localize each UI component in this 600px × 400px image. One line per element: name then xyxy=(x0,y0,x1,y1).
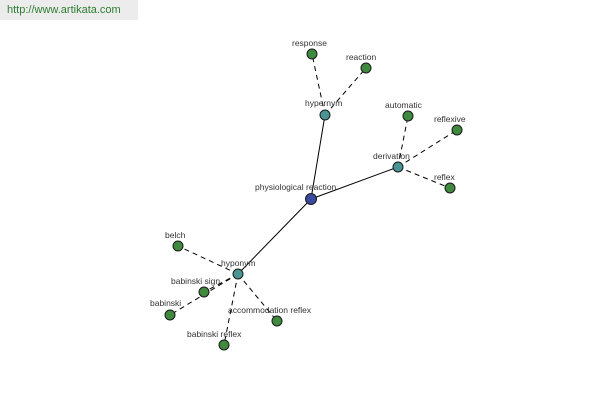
node-babinski-sign[interactable]: babinski sign xyxy=(171,276,220,298)
edge-derivation-reflexive xyxy=(397,129,458,168)
node-reaction[interactable]: reaction xyxy=(346,52,377,74)
edge-hyponym-belch xyxy=(177,245,239,275)
node-accommodation-reflex[interactable]: accommodation reflex xyxy=(228,305,312,327)
edge-hypernym-response xyxy=(311,53,326,116)
node-label-reflexive[interactable]: reflexive xyxy=(434,114,466,124)
edge-hypernym-reaction xyxy=(324,67,367,116)
node-circle-reflex[interactable] xyxy=(444,182,456,194)
node-derivation[interactable]: derivation xyxy=(373,151,410,173)
url-banner[interactable]: http://www.artikata.com xyxy=(0,0,138,20)
node-circle-reaction[interactable] xyxy=(360,62,372,74)
node-label-reaction[interactable]: reaction xyxy=(346,52,377,62)
node-label-reflex[interactable]: reflex xyxy=(434,172,456,182)
node-babinski[interactable]: babinski xyxy=(150,298,181,321)
node-circle-babinski-reflex[interactable] xyxy=(218,339,230,351)
node-circle-derivation[interactable] xyxy=(392,161,404,173)
node-label-physiological-reaction[interactable]: physiological reaction xyxy=(255,182,337,192)
node-circle-hyponym[interactable] xyxy=(232,268,244,280)
edge-derivation-reflex xyxy=(397,166,451,189)
node-circle-reflexive[interactable] xyxy=(451,124,463,136)
node-label-hypernym[interactable]: hypernym xyxy=(305,98,342,108)
node-hyponym[interactable]: hyponym xyxy=(221,258,256,280)
node-label-babinski[interactable]: babinski xyxy=(150,298,181,308)
node-circle-babinski-sign[interactable] xyxy=(198,286,210,298)
node-reflexive[interactable]: reflexive xyxy=(434,114,466,136)
node-circle-belch[interactable] xyxy=(172,240,184,252)
node-belch[interactable]: belch xyxy=(165,230,186,252)
edge-physiological-reaction-hyponym xyxy=(237,198,312,275)
node-label-belch[interactable]: belch xyxy=(165,230,186,240)
node-label-hyponym[interactable]: hyponym xyxy=(221,258,256,268)
edge-physiological-reaction-hypernym xyxy=(310,114,326,200)
node-circle-response[interactable] xyxy=(306,48,318,60)
node-label-response[interactable]: response xyxy=(292,38,327,48)
edge-physiological-reaction-derivation xyxy=(310,166,399,200)
node-hypernym[interactable]: hypernym xyxy=(305,98,342,121)
edge-hyponym-accommodation-reflex xyxy=(237,273,278,322)
node-label-babinski-reflex[interactable]: babinski reflex xyxy=(187,329,242,339)
edge-hyponym-babinski-reflex xyxy=(223,273,239,346)
node-physiological-reaction[interactable]: physiological reaction xyxy=(255,182,337,205)
edge-hyponym-babinski-sign xyxy=(203,273,239,293)
graph-edges xyxy=(169,53,458,346)
node-circle-automatic[interactable] xyxy=(402,110,414,122)
node-circle-hypernym[interactable] xyxy=(319,109,331,121)
node-babinski-reflex[interactable]: babinski reflex xyxy=(187,329,242,351)
graph-nodes: physiological reaction hypernym derivation… xyxy=(150,38,466,351)
node-circle-babinski[interactable] xyxy=(164,309,176,321)
node-automatic[interactable]: automatic xyxy=(385,100,423,122)
node-label-automatic[interactable]: automatic xyxy=(385,100,423,110)
node-label-accommodation-reflex[interactable]: accommodation reflex xyxy=(228,305,312,315)
node-reflex[interactable]: reflex xyxy=(434,172,456,194)
node-response[interactable]: response xyxy=(292,38,327,60)
node-label-derivation[interactable]: derivation xyxy=(373,151,410,161)
node-circle-accommodation-reflex[interactable] xyxy=(271,315,283,327)
site-url-link[interactable]: http://www.artikata.com xyxy=(7,4,121,16)
node-circle-physiological-reaction[interactable] xyxy=(305,193,317,205)
node-label-babinski-sign[interactable]: babinski sign xyxy=(171,276,220,286)
